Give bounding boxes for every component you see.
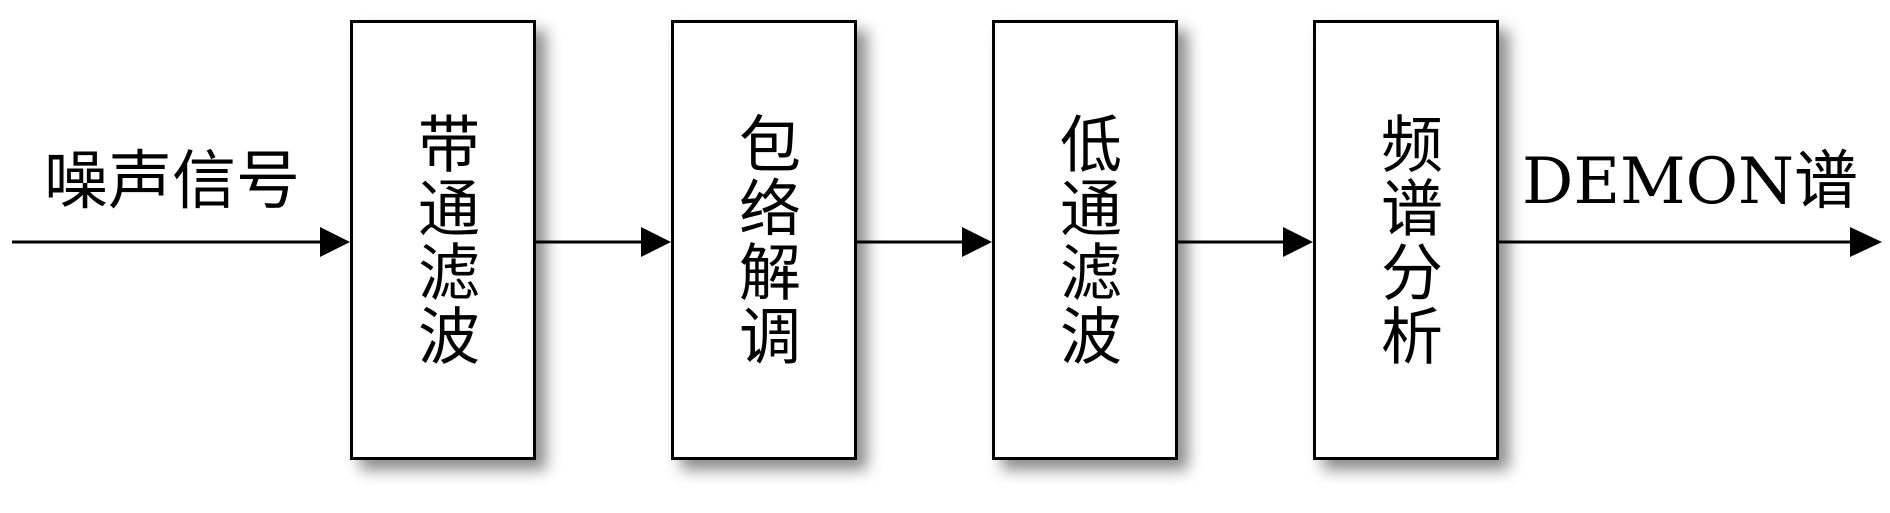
envelope-demodulation-block: 包络解调	[671, 20, 857, 460]
envelope-demodulation-label: 包络解调	[728, 112, 801, 368]
input-signal-label: 噪声信号	[44, 145, 300, 219]
arrowhead-2-3	[962, 227, 992, 257]
bandpass-filter-label: 带通滤波	[407, 112, 480, 368]
spectrum-analysis-label: 频谱分析	[1370, 112, 1443, 368]
spectrum-analysis-block: 频谱分析	[1313, 20, 1499, 460]
output-spectrum-label: DEMON谱	[1522, 145, 1859, 219]
output-arrowhead	[1850, 227, 1882, 257]
bandpass-filter-block: 带通滤波	[350, 20, 536, 460]
input-arrowhead	[320, 227, 350, 257]
arrowhead-3-4	[1283, 227, 1313, 257]
lowpass-filter-label: 低通滤波	[1049, 112, 1122, 368]
lowpass-filter-block: 低通滤波	[992, 20, 1178, 460]
arrowhead-1-2	[641, 227, 671, 257]
